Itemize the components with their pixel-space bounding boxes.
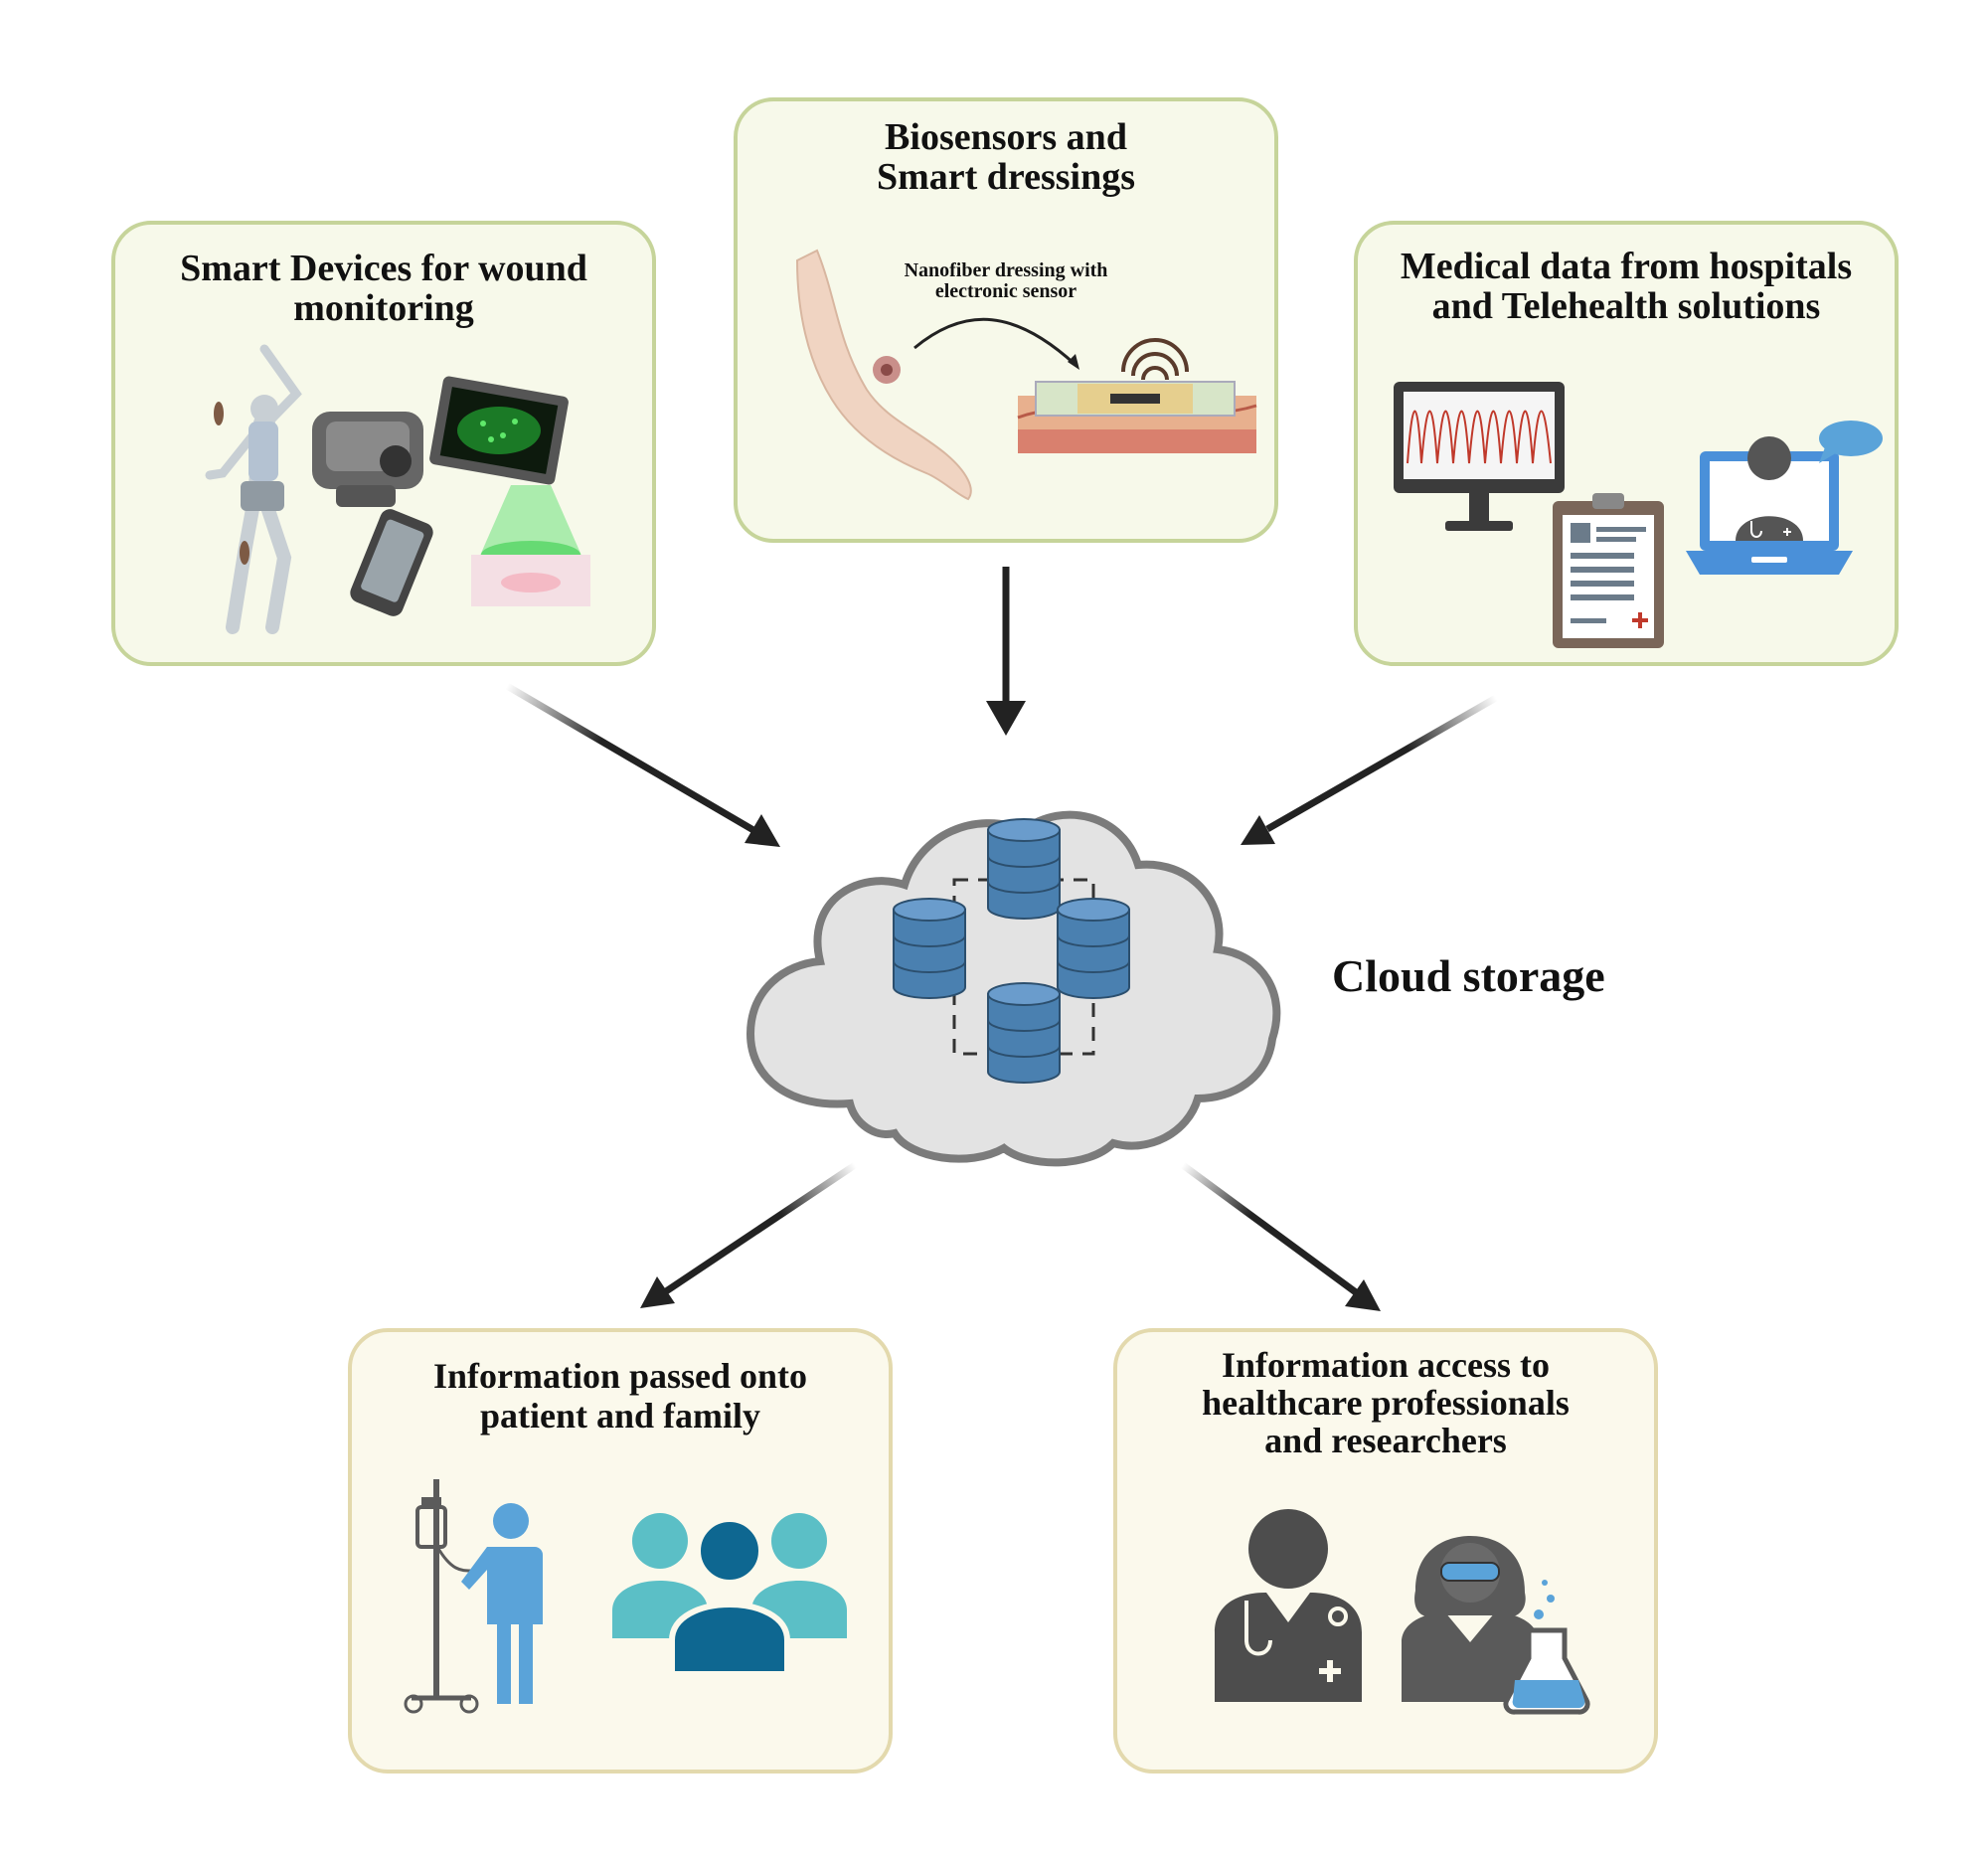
panel-title: Information access to healthcare profess… xyxy=(1202,1345,1570,1460)
tablet-wound-image-icon xyxy=(429,376,569,485)
arrow-cloud-to-professionals xyxy=(1180,1162,1381,1311)
database-icon xyxy=(1057,898,1130,999)
nanofiber-callout: Nanofiber dressing with electronic senso… xyxy=(904,259,1108,302)
panel-title: Medical data from hospitals and Teleheal… xyxy=(1400,246,1853,327)
arrow-devices-to-cloud xyxy=(505,682,780,847)
database-icon xyxy=(987,818,1061,920)
handheld-scanner-icon xyxy=(312,412,423,507)
arrow-biosensors-to-cloud xyxy=(986,567,1026,736)
cloud-storage-label: Cloud storage xyxy=(1332,950,1605,1001)
cloud-storage-icon xyxy=(746,810,1281,1167)
iv-stand-patient-icon xyxy=(404,1479,543,1714)
smart-dressing-icon xyxy=(1017,381,1257,453)
exercising-person-icon xyxy=(205,344,302,634)
panel-title: Smart Devices for wound monitoring xyxy=(180,248,587,329)
databases xyxy=(893,818,1130,1084)
database-icon xyxy=(987,982,1061,1084)
monitor-waveform-icon xyxy=(1394,382,1565,531)
light-projection-icon xyxy=(471,485,590,606)
panel-smart-devices: Smart Devices for wound monitoring xyxy=(111,221,656,666)
panel-professional-info: Information access to healthcare profess… xyxy=(1113,1328,1658,1774)
doctor-icon xyxy=(1215,1509,1362,1702)
panel-medical-data: Medical data from hospitals and Teleheal… xyxy=(1354,221,1899,666)
callout-arrow xyxy=(913,317,1077,367)
smartphone-icon xyxy=(350,509,433,616)
wifi-icon xyxy=(1121,338,1189,381)
arrow-cloud-to-patient xyxy=(640,1162,857,1308)
clipboard-record-icon xyxy=(1553,493,1664,648)
panel-biosensors: Biosensors and Smart dressings Nanofiber… xyxy=(734,97,1278,543)
laptop-doctor-icon xyxy=(1686,421,1883,575)
panel-title: Biosensors and Smart dressings xyxy=(876,116,1136,198)
family-group-icon xyxy=(612,1513,847,1677)
arrow-medical-to-cloud xyxy=(1241,694,1498,845)
arm-wound-icon xyxy=(795,249,972,501)
researcher-icon xyxy=(1402,1536,1590,1715)
panel-patient-info: Information passed onto patient and fami… xyxy=(348,1328,893,1774)
panel-title: Information passed onto patient and fami… xyxy=(432,1356,808,1436)
database-icon xyxy=(893,898,966,999)
